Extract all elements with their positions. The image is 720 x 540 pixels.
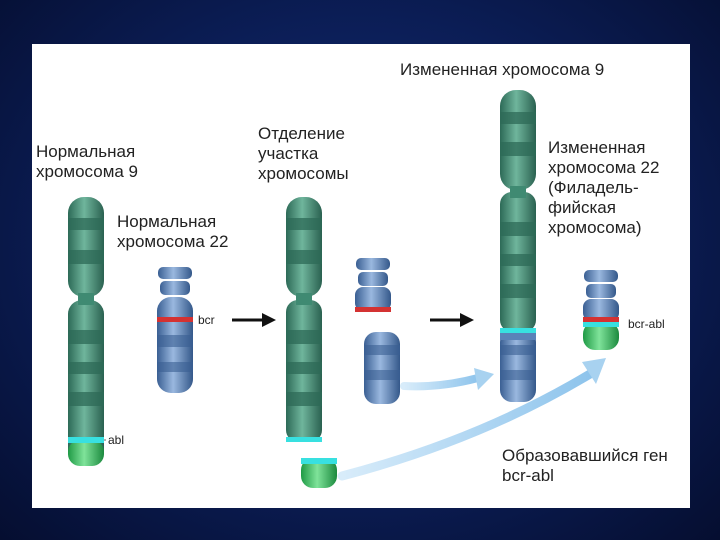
label-normal-chromosome-22: Нормальная хромосома 22: [117, 212, 229, 251]
separating-chromosome-9: [286, 197, 337, 488]
label-altered-chromosome-9: Измененная хромосома 9: [400, 60, 605, 79]
separating-chromosome-22: [355, 258, 400, 404]
detached-abl-segment: [301, 458, 337, 488]
light-arrow-icon: [400, 368, 494, 391]
arrow-right-icon: [232, 313, 276, 327]
abl-marker: [68, 437, 104, 443]
gene-label-bcr-abl: bcr-abl: [628, 317, 665, 331]
label-separation: Отделение участка хромосомы: [258, 124, 349, 183]
philadelphia-chromosome: [583, 270, 619, 350]
detached-chr22-segment: [364, 332, 400, 404]
altered-chromosome-9: [500, 90, 536, 402]
arrow-right-icon: [430, 313, 474, 327]
abl-gene-segment: [68, 440, 104, 466]
label-normal-chromosome-9: Нормальная хромосома 9: [36, 142, 139, 181]
light-arrow-icon: [337, 358, 606, 481]
bcr-marker: [157, 317, 193, 322]
gene-label-abl: abl: [108, 433, 125, 447]
label-altered-chromosome-22: Измененная хромосома 22 (Филадель-фийска…: [548, 138, 660, 237]
label-new-gene: Образовавшийся ген bcr-abl: [502, 446, 668, 485]
normal-chromosome-9: [68, 197, 106, 466]
gene-label-bcr: bcr: [198, 313, 215, 327]
normal-chromosome-22: [157, 267, 193, 393]
